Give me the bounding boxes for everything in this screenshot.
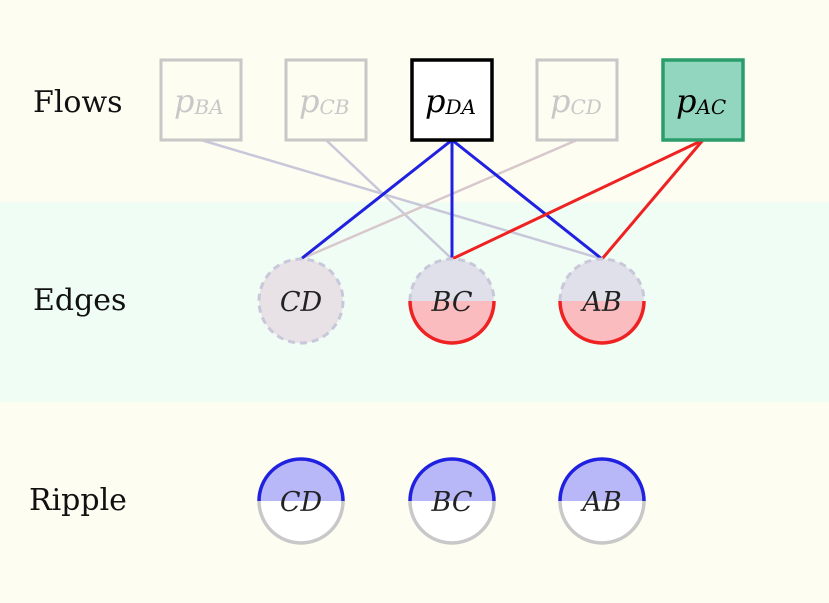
flow-box-ba[interactable]: pBA: [159, 58, 243, 142]
edge-node-top-arc: [558, 257, 646, 302]
ripple-node-top-fill: [560, 459, 644, 501]
connection-ac-ab: [600, 139, 705, 260]
ripple-node-top-arc: [558, 457, 646, 502]
flow-box-frame: [284, 58, 368, 142]
ripple-node-bottom-fill: [560, 501, 644, 543]
connection-cb-bc: [325, 139, 453, 260]
connection-da-ab: [451, 138, 603, 261]
flow-label-main: p: [174, 82, 194, 120]
connection-ba-ab: [200, 138, 603, 261]
connection-ac-bc: [451, 138, 704, 261]
edge-node-top-fill: [560, 259, 644, 301]
flow-label-ac: pAC: [676, 82, 726, 120]
flow-label-main: p: [550, 82, 570, 120]
flow-label-sub: CB: [319, 95, 349, 119]
flow-box-frame: [535, 58, 619, 142]
edge-node-circle: [257, 257, 345, 345]
ripple-nodes: CD BC AB: [257, 457, 646, 545]
flow-label-sub: BA: [193, 95, 223, 119]
edge-node-bc[interactable]: BC: [408, 257, 496, 345]
connection-da-cd: [300, 138, 453, 261]
edge-node-label: CD: [280, 287, 323, 318]
flow-box-ac[interactable]: pAC: [661, 58, 745, 142]
flow-box-frame: [661, 58, 745, 142]
flow-label-sub: DA: [444, 95, 475, 119]
edges-row-label: Edges: [33, 283, 126, 318]
flow-box-cb[interactable]: pCB: [284, 58, 368, 142]
ripple-node-bottom-arc: [408, 500, 496, 545]
edge-nodes: CD BC AB: [257, 257, 646, 345]
ripple-node-bottom-fill: [259, 501, 343, 543]
edge-node-cd[interactable]: CD: [257, 257, 345, 345]
flow-label-sub: AC: [694, 95, 726, 119]
ripple-node-cd[interactable]: CD: [257, 457, 345, 545]
flows-row-label: Flows: [33, 85, 123, 120]
ripple-node-label: CD: [280, 487, 323, 518]
edge-node-bottom-arc: [558, 300, 646, 345]
edge-node-bottom-fill: [560, 301, 644, 343]
edge-node-ab[interactable]: AB: [558, 257, 646, 345]
ripple-node-bottom-fill: [410, 501, 494, 543]
connection-cd-cd: [300, 138, 578, 261]
flow-box-cd[interactable]: pCD: [535, 58, 619, 142]
ripple-node-bottom-arc: [558, 500, 646, 545]
flow-label-ba: pBA: [174, 82, 224, 120]
ripple-node-top-fill: [410, 459, 494, 501]
ripple-node-top-arc: [408, 457, 496, 502]
connection-lines: [200, 138, 705, 261]
flow-label-cb: pCB: [299, 82, 349, 120]
ripple-row-label: Ripple: [29, 483, 127, 518]
edge-node-top-arc: [408, 257, 496, 302]
ripple-node-bottom-arc: [257, 500, 345, 545]
ripple-node-top-fill: [259, 459, 343, 501]
flow-label-main: p: [676, 82, 696, 120]
flow-label-da: pDA: [425, 82, 476, 120]
flow-box-da[interactable]: pDA: [410, 58, 494, 142]
ripple-node-label: AB: [579, 487, 621, 518]
edge-node-label: BC: [430, 287, 472, 318]
edge-node-label: AB: [579, 287, 621, 318]
flow-label-sub: CD: [570, 95, 601, 119]
edge-node-top-fill: [410, 259, 494, 301]
flow-label-cd: pCD: [550, 82, 602, 120]
ripple-node-ab[interactable]: AB: [558, 457, 646, 545]
edge-node-bottom-arc: [408, 300, 496, 345]
ripple-node-bc[interactable]: BC: [408, 457, 496, 545]
ripple-node-label: BC: [430, 487, 472, 518]
edge-node-bottom-fill: [410, 301, 494, 343]
ripple-node-top-arc: [257, 457, 345, 502]
flow-box-frame: [159, 58, 243, 142]
flow-box-frame: [410, 58, 494, 142]
flow-label-main: p: [425, 82, 445, 120]
flow-label-main: p: [299, 82, 319, 120]
